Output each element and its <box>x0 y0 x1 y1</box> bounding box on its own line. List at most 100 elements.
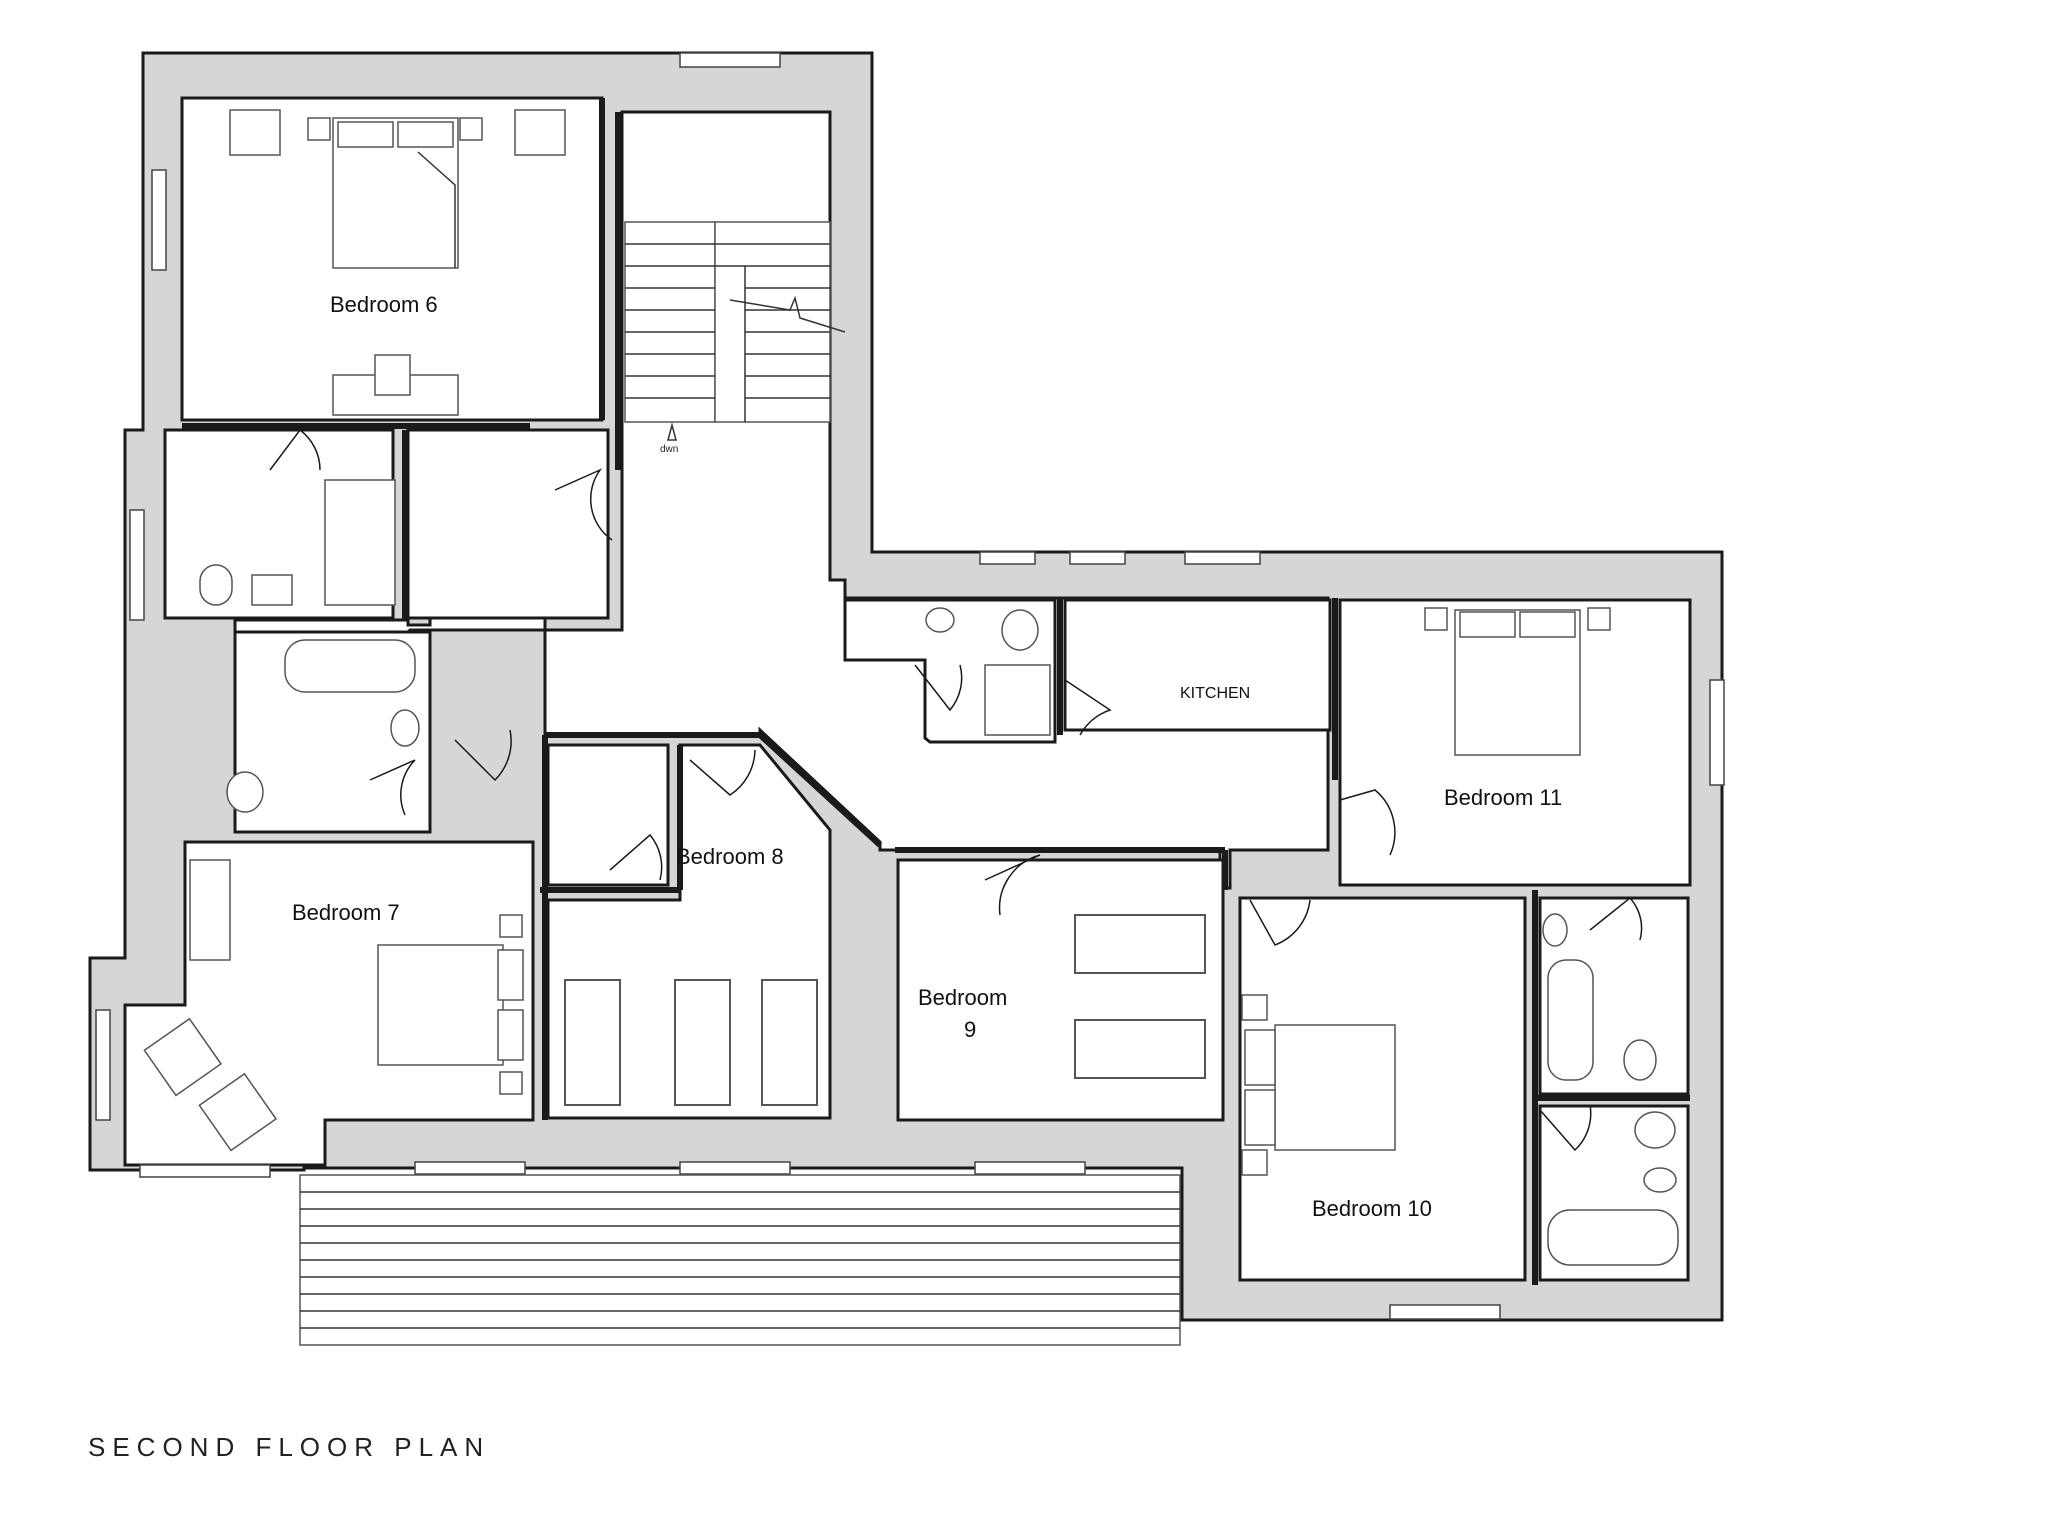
door <box>984 854 1041 916</box>
single-bed <box>761 979 818 1106</box>
toilet <box>199 564 233 606</box>
toilet <box>1001 609 1039 651</box>
interior-walls <box>182 98 1690 1285</box>
pillow <box>497 949 524 1001</box>
pillow <box>337 121 394 148</box>
bedroom-8-area <box>546 743 832 1120</box>
basin <box>390 709 420 747</box>
window <box>414 1161 526 1175</box>
label-bedroom-10: Bedroom 10 <box>1312 1196 1432 1221</box>
window <box>679 1161 791 1175</box>
room-labels: Bedroom 6 Bedroom 7 Bedroom 8 Bedroom 9 … <box>292 292 1562 1221</box>
window <box>1184 551 1261 565</box>
window <box>1389 1304 1501 1320</box>
label-kitchen: KITCHEN <box>1180 685 1250 702</box>
door <box>369 759 416 816</box>
toilet <box>1623 1039 1657 1081</box>
door <box>689 749 756 796</box>
armchair <box>229 109 281 156</box>
door <box>554 468 613 541</box>
pillow <box>1244 1089 1276 1146</box>
bathtub <box>284 639 416 693</box>
door <box>1539 1104 1592 1152</box>
ottoman <box>198 1072 278 1152</box>
staircase: dwn <box>624 221 846 455</box>
label-bedroom-7: Bedroom 7 <box>292 900 400 925</box>
shower-tray <box>984 664 1051 736</box>
window <box>95 1009 111 1121</box>
bathtub <box>1547 1209 1679 1266</box>
label-bedroom-9-line2: 9 <box>964 1017 976 1042</box>
single-bed <box>1074 1019 1206 1079</box>
basin <box>1542 913 1568 947</box>
door <box>1589 896 1643 941</box>
bathtub <box>324 479 396 606</box>
bedroom-10-furniture <box>1241 994 1396 1176</box>
single-bed <box>1074 914 1206 974</box>
bedroom-6-furniture <box>229 109 566 416</box>
pillow <box>1459 611 1516 638</box>
pillow <box>1244 1029 1276 1086</box>
kitchen-area <box>1063 598 1332 732</box>
bedroom-11-furniture <box>1424 607 1611 756</box>
plan-title: SECOND FLOOR PLAN <box>88 1432 491 1462</box>
bedroom-9-area <box>896 858 1225 1122</box>
window <box>1709 679 1725 786</box>
window <box>1069 551 1126 565</box>
doors <box>269 428 1643 1152</box>
pillow <box>397 121 454 148</box>
wardrobe <box>189 859 231 961</box>
door <box>609 833 663 881</box>
bed <box>1274 1024 1396 1151</box>
side-table <box>1241 994 1268 1021</box>
side-table <box>1424 607 1448 631</box>
bedroom-7-furniture <box>143 859 524 1152</box>
door <box>1249 899 1311 946</box>
door <box>1064 679 1112 736</box>
bedroom-8-closet <box>546 743 670 887</box>
label-bedroom-11: Bedroom 11 <box>1444 785 1562 810</box>
side-table <box>499 914 523 938</box>
basin <box>1643 1167 1677 1193</box>
basin <box>251 574 293 606</box>
window <box>151 169 167 271</box>
bathtub <box>1547 959 1594 1081</box>
side-table <box>459 117 483 141</box>
window <box>679 52 781 68</box>
armchair <box>514 109 566 156</box>
desk-chair <box>374 354 411 396</box>
label-bedroom-6: Bedroom 6 <box>330 292 438 317</box>
door <box>269 428 321 471</box>
bathroom-fixtures <box>199 479 1679 1266</box>
single-bed <box>564 979 621 1106</box>
toilet <box>1634 1111 1676 1149</box>
window <box>974 1161 1086 1175</box>
stair-down-label: dwn <box>660 444 678 455</box>
armchair <box>143 1017 223 1097</box>
door <box>914 664 963 712</box>
side-table <box>307 117 331 141</box>
window <box>139 1164 271 1178</box>
store-room-area <box>406 428 610 620</box>
basin <box>925 607 955 633</box>
toilet <box>226 771 264 813</box>
window <box>979 551 1036 565</box>
windows <box>95 52 1725 1320</box>
door <box>454 729 512 782</box>
side-table <box>1241 1149 1268 1176</box>
label-bedroom-8: Bedroom 8 <box>676 844 784 869</box>
single-bed <box>674 979 731 1106</box>
terrace-decking <box>299 1174 1181 1346</box>
label-bedroom-9-line1: Bedroom <box>918 985 1007 1010</box>
bedroom-9-furniture <box>1074 914 1206 1079</box>
side-table <box>1587 607 1611 631</box>
window <box>129 509 145 621</box>
bedroom-8-furniture <box>564 979 818 1106</box>
stair-arrow-icon <box>667 422 677 441</box>
door <box>1339 789 1396 856</box>
pillow <box>1519 611 1576 638</box>
pillow <box>497 1009 524 1061</box>
bed <box>377 944 504 1066</box>
side-table <box>499 1071 523 1095</box>
